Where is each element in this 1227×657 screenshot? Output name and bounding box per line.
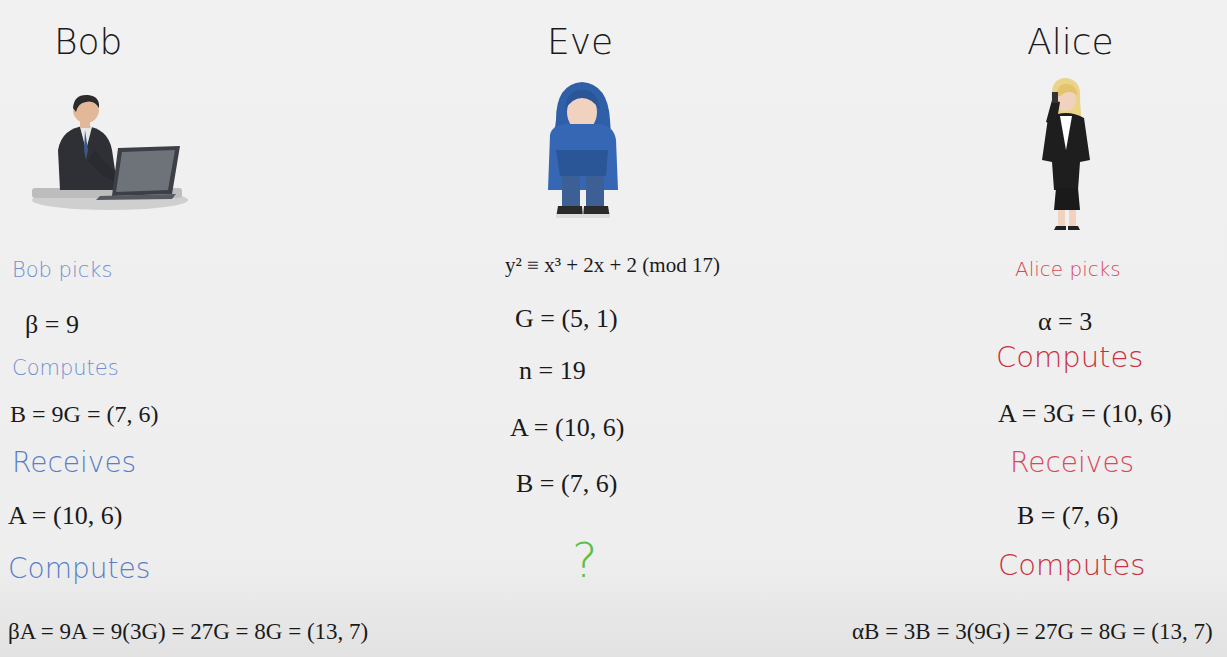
eve-figure	[548, 82, 618, 218]
step-heading: Computes	[998, 548, 1145, 583]
math-value: B = 9G = (7, 6)	[10, 400, 158, 429]
math-value: A = (10, 6)	[510, 412, 624, 443]
math-value: A = 3G = (10, 6)	[998, 398, 1172, 429]
step-heading: Computes	[12, 356, 119, 381]
alice-figure	[1042, 78, 1090, 230]
math-value: β = 9	[25, 309, 79, 340]
step-heading: Receives	[1010, 446, 1134, 480]
math-value: G = (5, 1)	[515, 303, 618, 334]
step-heading: Receives	[12, 446, 136, 480]
math-value: A = (10, 6)	[8, 500, 122, 531]
math-result: βA = 9A = 9(3G) = 27G = 8G = (13, 7)	[8, 618, 368, 646]
math-result: αB = 3B = 3(9G) = 27G = 8G = (13, 7)	[852, 618, 1213, 646]
person-name: Eve	[547, 20, 613, 63]
curve-equation: y² ≡ x³ + 2x + 2 (mod 17)	[505, 253, 720, 278]
person-name: Bob	[54, 20, 122, 63]
math-value: B = (7, 6)	[1017, 500, 1118, 531]
question-mark: ?	[572, 532, 597, 590]
math-value: α = 3	[1038, 306, 1092, 337]
math-value: n = 19	[519, 355, 586, 386]
step-heading: Bob picks	[12, 258, 112, 283]
step-heading: Computes	[996, 340, 1143, 375]
step-heading: Computes	[8, 552, 150, 586]
step-heading: Alice picks	[1015, 257, 1121, 281]
person-name: Alice	[1027, 20, 1114, 63]
bob-figure	[32, 95, 188, 210]
math-value: B = (7, 6)	[516, 468, 617, 499]
